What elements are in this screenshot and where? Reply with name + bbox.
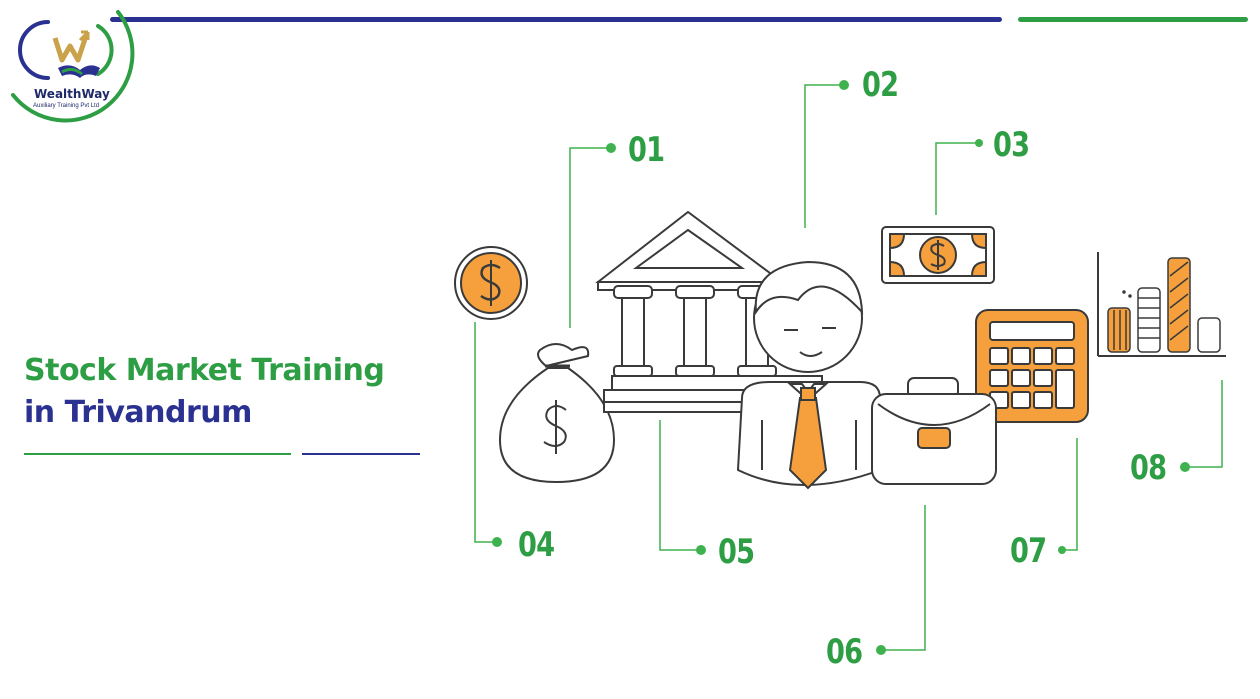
leader-line-01 — [569, 147, 610, 328]
leader-dots — [492, 80, 1190, 655]
leader-line-08 — [1186, 380, 1223, 468]
wealthway-logo[interactable]: WealthWay Auxiliary Training Pvt Ltd — [0, 0, 160, 150]
leader-line-02 — [804, 84, 842, 228]
calculator-icon — [975, 309, 1089, 423]
leader-dot-06 — [876, 645, 886, 655]
title-underline-blue — [302, 453, 420, 455]
brand-name: WealthWay — [34, 87, 110, 101]
step-number-06: 06 — [826, 632, 863, 672]
title-line-2: in Trivandrum — [24, 395, 252, 430]
step-number-08: 08 — [1130, 448, 1167, 488]
briefcase-icon — [871, 377, 997, 485]
title-underline-green — [24, 453, 291, 455]
leader-dot-02 — [839, 80, 849, 90]
top-accent-bar-blue — [110, 17, 1002, 22]
step-number-04: 04 — [518, 525, 555, 565]
businessman-icon — [736, 260, 881, 490]
step-number-03: 03 — [993, 125, 1030, 165]
step-number-01: 01 — [628, 130, 665, 170]
leader-dot-08 — [1180, 462, 1190, 472]
brand-tagline: Auxiliary Training Pvt Ltd — [33, 103, 100, 109]
leader-dot-07 — [1058, 546, 1066, 554]
page-title: Stock Market Training in Trivandrum — [24, 350, 464, 434]
title-line-1: Stock Market Training — [24, 353, 385, 388]
leader-dot-04 — [492, 537, 502, 547]
money-bag-icon — [498, 343, 616, 484]
leader-line-03 — [935, 142, 978, 215]
step-number-02: 02 — [862, 65, 899, 105]
leader-line-05 — [659, 420, 700, 551]
dollar-coin-icon — [454, 246, 528, 320]
top-accent-bar-green — [1018, 17, 1248, 22]
leader-dot-01 — [606, 143, 616, 153]
step-number-07: 07 — [1010, 531, 1047, 571]
logo-emblem-icon — [11, 10, 135, 123]
leader-lines — [474, 84, 1223, 651]
bar-chart-icon — [1097, 252, 1226, 357]
banknote-icon — [881, 226, 995, 284]
leader-line-07 — [1062, 438, 1078, 551]
leader-line-04 — [474, 322, 497, 543]
leader-dot-03 — [975, 139, 983, 147]
step-number-05: 05 — [718, 532, 755, 572]
leader-dot-05 — [696, 545, 706, 555]
leader-line-06 — [880, 505, 926, 651]
bank-icon — [595, 210, 845, 413]
